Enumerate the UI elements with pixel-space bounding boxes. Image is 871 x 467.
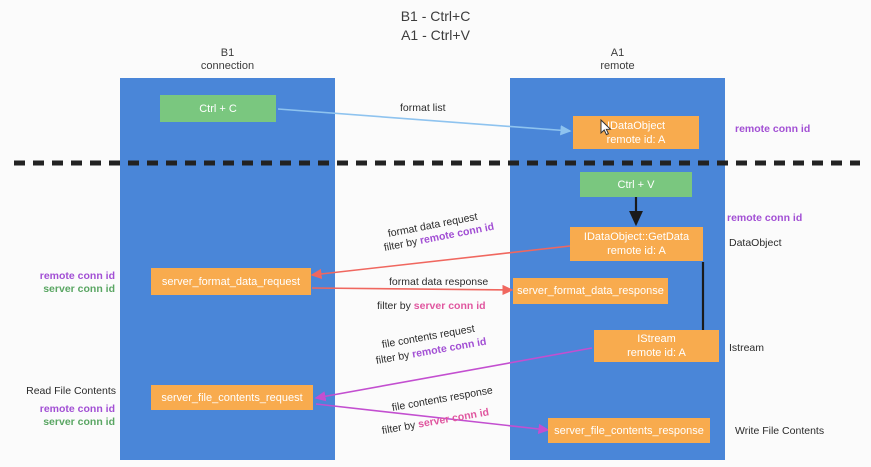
box-idataobject-line1: IDataObject (606, 119, 666, 132)
box-server-file-contents-response[interactable]: server_file_contents_response (548, 418, 710, 443)
edge-label-format-list: format list (400, 102, 446, 114)
lane-a1-name: A1 (610, 47, 625, 59)
box-getdata-line2: remote id: A (607, 245, 666, 257)
box-server-format-data-request-label: server_format_data_request (161, 275, 301, 288)
annotation-read-file-contents: Read File Contents (26, 385, 116, 397)
lane-b1-name: B1 (220, 47, 235, 59)
filter-prefix-3: filter by (374, 348, 414, 367)
box-istream[interactable]: IStream remote id: A (594, 330, 719, 362)
page-title: B1 - Ctrl+C A1 - Ctrl+V (0, 7, 871, 45)
filter-key-2: server conn id (413, 300, 486, 312)
box-server-format-data-request[interactable]: server_format_data_request (151, 268, 311, 295)
annotation-remote-conn-id-mid: remote conn id (727, 212, 803, 224)
filter-prefix-4: filter by (380, 418, 420, 437)
lane-b1-sub: connection (200, 60, 255, 72)
box-ctrl-c[interactable]: Ctrl + C (160, 95, 276, 122)
lane-a1-sub: remote (600, 60, 635, 72)
annotation-left-remote-conn-id-2: remote conn id (39, 403, 115, 415)
box-getdata-line1: IDataObject::GetData (583, 231, 690, 243)
annotation-remote-conn-id-top: remote conn id (735, 123, 811, 135)
annotation-left-server-conn-id-2: server conn id (43, 416, 115, 428)
annotation-istream: Istream (729, 342, 765, 354)
box-idataobject-line2: remote id: A (606, 133, 666, 146)
box-server-format-data-response-label: server_format_data_response (517, 285, 664, 297)
annotation-dataobject: DataObject (729, 237, 782, 249)
lane-header-b1: B1 connection (120, 47, 335, 73)
box-istream-line1: IStream (637, 333, 676, 345)
box-server-file-contents-response-label: server_file_contents_response (554, 424, 704, 437)
mouse-cursor-icon (600, 119, 612, 136)
annotation-left-server-conn-id: server conn id (43, 283, 115, 295)
filter-key-4: server conn id (417, 406, 490, 431)
box-idataobject[interactable]: IDataObject remote id: A (573, 116, 699, 149)
box-ctrl-c-label: Ctrl + C (199, 102, 237, 115)
box-server-format-data-response[interactable]: server_format_data_response (513, 278, 668, 304)
box-istream-line2: remote id: A (627, 347, 686, 359)
box-ctrl-v-label: Ctrl + V (617, 178, 655, 191)
box-server-file-contents-request[interactable]: server_file_contents_request (151, 385, 313, 410)
annotation-write-file-contents: Write File Contents (735, 425, 825, 437)
title-line-1: B1 - Ctrl+C (400, 8, 471, 24)
edge-label-format-data-response: format data response (389, 276, 489, 288)
filter-prefix-2: filter by (377, 300, 414, 312)
box-server-file-contents-request-label: server_file_contents_request (161, 391, 303, 404)
lane-header-a1: A1 remote (510, 47, 725, 73)
title-line-2: A1 - Ctrl+V (401, 27, 470, 43)
edge-label-format-data-response-filter: filter by server conn id (377, 299, 486, 313)
box-ctrl-v[interactable]: Ctrl + V (580, 172, 692, 197)
annotation-left-remote-conn-id: remote conn id (39, 270, 115, 282)
box-idataobject-getdata[interactable]: IDataObject::GetData remote id: A (570, 227, 703, 261)
